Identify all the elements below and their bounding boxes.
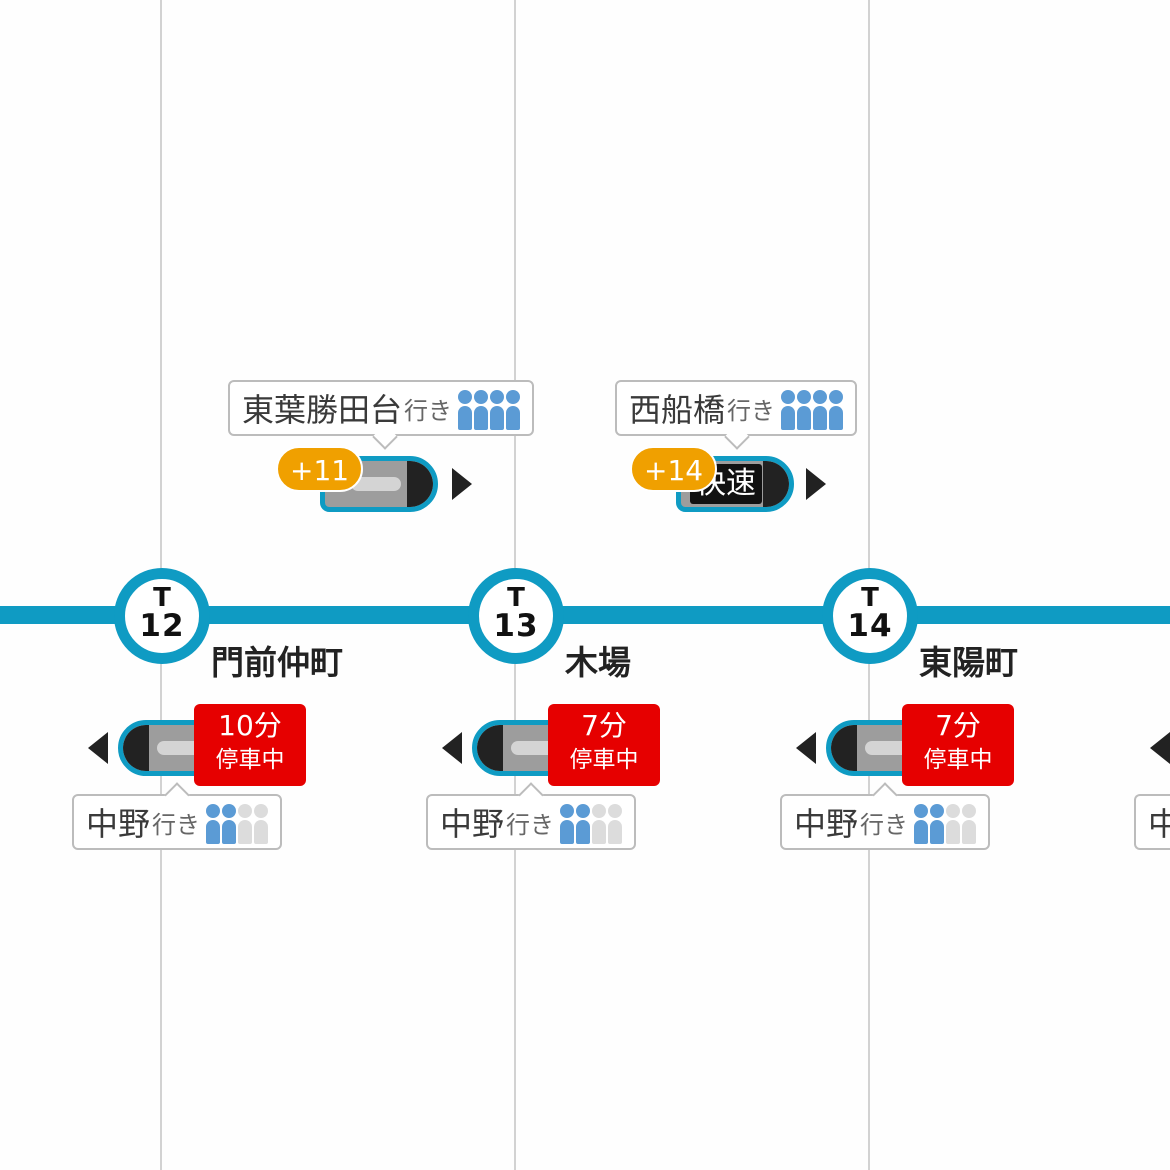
- stop-status-badge: 7分 停車中: [548, 704, 660, 786]
- direction-arrow-icon: [1150, 732, 1170, 764]
- crowd-person-icon: [238, 804, 253, 844]
- crowd-level-indicator: [560, 800, 623, 844]
- direction-arrow-icon: [806, 468, 826, 500]
- station-marker-t12[interactable]: T 12: [114, 568, 210, 664]
- station-name[interactable]: 門前仲町: [211, 643, 343, 682]
- crowd-level-indicator: [914, 800, 977, 844]
- crowd-person-icon: [490, 390, 505, 430]
- stop-minutes: 7分: [581, 709, 627, 742]
- stop-status: 停車中: [215, 747, 285, 773]
- crowd-person-icon: [608, 804, 623, 844]
- direction-arrow-icon: [452, 468, 472, 500]
- stop-status: 停車中: [923, 747, 993, 773]
- crowd-person-icon: [254, 804, 269, 844]
- destination-suffix: 行き: [404, 396, 453, 425]
- station-number: 12: [139, 608, 185, 644]
- crowd-person-icon: [946, 804, 961, 844]
- crowd-person-icon: [813, 390, 828, 430]
- destination-name: 中: [1148, 799, 1170, 845]
- line-letter: T: [153, 583, 171, 613]
- station-marker-t14[interactable]: T 14: [822, 568, 918, 664]
- crowd-person-icon: [914, 804, 929, 844]
- destination-name: 東葉勝田台: [242, 391, 403, 429]
- train-destination-callout[interactable]: 中野 行き: [426, 794, 637, 850]
- stop-status-badge: 7分 停車中: [902, 704, 1014, 786]
- direction-arrow-icon: [88, 732, 108, 764]
- destination-suffix: 行き: [860, 810, 909, 839]
- destination-name: 西船橋: [629, 391, 726, 429]
- stop-status-badge: 10分 停車中: [194, 704, 306, 786]
- stop-minutes: 7分: [935, 709, 981, 742]
- station-number: 13: [493, 608, 539, 644]
- line-letter: T: [861, 583, 879, 613]
- crowd-person-icon: [829, 390, 844, 430]
- station-marker-t13[interactable]: T 13: [468, 568, 564, 664]
- crowd-level-indicator: [458, 386, 521, 430]
- crowd-person-icon: [506, 390, 521, 430]
- crowd-level-indicator: [206, 800, 269, 844]
- crowd-person-icon: [797, 390, 812, 430]
- crowd-person-icon: [576, 804, 591, 844]
- destination-name: 中野: [86, 805, 151, 843]
- train-destination-callout[interactable]: 中: [1134, 794, 1170, 850]
- delay-badge: +11: [276, 446, 364, 492]
- delay-badge: +14: [630, 446, 718, 492]
- crowd-person-icon: [930, 804, 945, 844]
- destination-name: 中野: [440, 805, 505, 843]
- stop-minutes: 10分: [218, 709, 282, 742]
- crowd-person-icon: [206, 804, 221, 844]
- stop-status: 停車中: [569, 747, 639, 773]
- destination-name: 中野: [794, 805, 859, 843]
- station-number: 14: [847, 608, 893, 644]
- destination-suffix: 行き: [152, 810, 201, 839]
- crowd-person-icon: [560, 804, 575, 844]
- line-letter: T: [507, 583, 525, 613]
- crowd-person-icon: [962, 804, 977, 844]
- crowd-person-icon: [474, 390, 489, 430]
- crowd-level-indicator: [781, 386, 844, 430]
- direction-arrow-icon: [796, 732, 816, 764]
- station-name[interactable]: 東陽町: [919, 643, 1018, 682]
- station-name[interactable]: 木場: [565, 643, 631, 682]
- crowd-person-icon: [592, 804, 607, 844]
- crowd-person-icon: [781, 390, 796, 430]
- destination-suffix: 行き: [506, 810, 555, 839]
- destination-suffix: 行き: [727, 396, 776, 425]
- crowd-person-icon: [458, 390, 473, 430]
- crowd-person-icon: [222, 804, 237, 844]
- direction-arrow-icon: [442, 732, 462, 764]
